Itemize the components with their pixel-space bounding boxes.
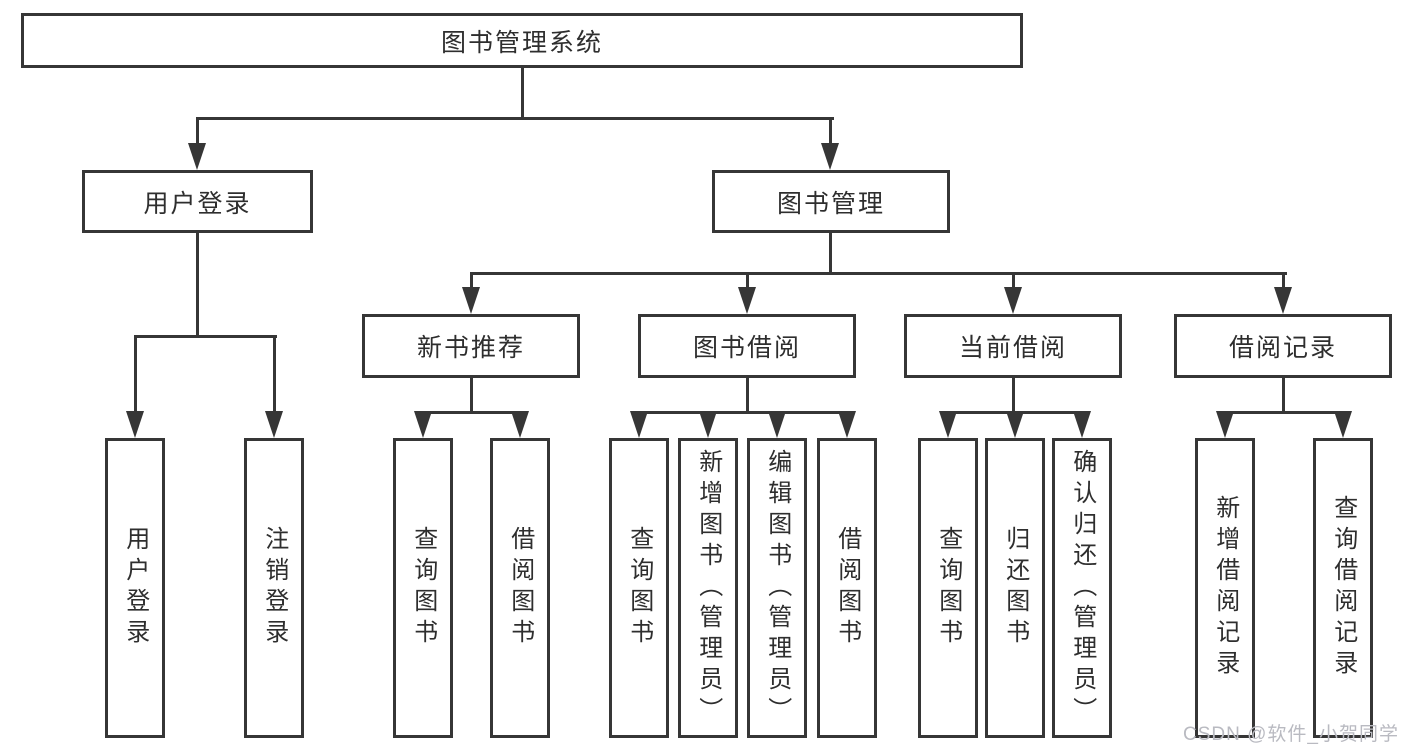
connector-drop-leaf (134, 335, 137, 415)
leaf-add-borrow-record: 新增借阅记录 (1195, 438, 1255, 738)
connector-book-management-stem (829, 233, 832, 272)
arrowhead-down-icon (939, 411, 957, 438)
node-current-borrow: 当前借阅 (904, 314, 1122, 378)
connector-user-login-stem (196, 233, 199, 335)
watermark: CSDN @软件_小贺同学 (1183, 724, 1399, 745)
arrowhead-down-icon (1216, 411, 1234, 438)
connector-drop-book-borrow (746, 272, 749, 290)
leaf-query-borrow-record: 查询借阅记录 (1313, 438, 1373, 738)
leaf-confirm-return-admin: 确认归还（管理员） (1052, 438, 1112, 738)
node-label: 借阅记录 (1228, 334, 1337, 362)
node-book-borrow: 图书借阅 (638, 314, 856, 378)
node-label: 查询图书 (625, 526, 653, 650)
arrowhead-down-icon (1006, 411, 1024, 438)
node-label: 当前借阅 (958, 334, 1067, 362)
arrowhead-down-icon (1004, 287, 1022, 314)
node-library-management-system: 图书管理系统 (21, 13, 1023, 68)
node-label: 查询图书 (409, 526, 437, 650)
connector-new-book-stem (470, 378, 473, 411)
leaf-add-book-admin: 新增图书（管理员） (678, 438, 738, 738)
leaf-query-book-borrow: 查询图书 (609, 438, 669, 738)
arrowhead-down-icon (511, 411, 529, 438)
connector-drop-borrow-records (1282, 272, 1285, 290)
connector-book-management-bar (470, 272, 1287, 275)
connector-book-borrow-bar (638, 411, 849, 414)
node-label: 查询借阅记录 (1329, 495, 1357, 681)
arrowhead-down-icon (126, 411, 144, 438)
node-label: 新增借阅记录 (1211, 495, 1239, 681)
node-label: 借阅图书 (506, 526, 534, 650)
leaf-edit-book-admin: 编辑图书（管理员） (747, 438, 807, 738)
leaf-query-book-recommend: 查询图书 (393, 438, 453, 738)
arrowhead-down-icon (265, 411, 283, 438)
connector-drop-user-login (196, 117, 199, 147)
node-label: 用户登录 (143, 189, 252, 218)
leaf-return-book: 归还图书 (985, 438, 1045, 738)
connector-drop-new-book (470, 272, 473, 290)
connector-drop-book-management (829, 117, 832, 147)
connector-current-borrow-stem (1012, 378, 1015, 411)
node-book-management: 图书管理 (712, 170, 950, 233)
leaf-query-book-current: 查询图书 (918, 438, 978, 738)
arrowhead-down-icon (1334, 411, 1352, 438)
node-label: 查询图书 (934, 526, 962, 650)
arrowhead-down-icon (821, 143, 839, 170)
node-label: 新书推荐 (416, 334, 525, 362)
connector-drop-leaf (273, 335, 276, 415)
node-label: 归还图书 (1001, 526, 1029, 650)
node-label: 确认归还（管理员） (1068, 448, 1096, 728)
node-label: 借阅图书 (833, 526, 861, 650)
node-label: 图书借阅 (692, 334, 801, 362)
arrowhead-down-icon (768, 411, 786, 438)
connector-root-bar (196, 117, 834, 120)
node-label: 编辑图书（管理员） (763, 448, 791, 728)
node-label: 注销登录 (260, 526, 288, 650)
arrowhead-down-icon (1274, 287, 1292, 314)
arrowhead-down-icon (738, 287, 756, 314)
arrowhead-down-icon (699, 411, 717, 438)
node-user-login: 用户登录 (82, 170, 313, 233)
node-label: 图书管理 (776, 189, 885, 218)
arrowhead-down-icon (1073, 411, 1091, 438)
arrowhead-down-icon (188, 143, 206, 170)
arrowhead-down-icon (630, 411, 648, 438)
node-label: 新增图书（管理员） (694, 448, 722, 728)
leaf-logout: 注销登录 (244, 438, 304, 738)
node-label: 图书管理系统 (440, 28, 603, 57)
connector-root-stem (521, 68, 524, 117)
leaf-borrow-book: 借阅图书 (817, 438, 877, 738)
node-borrow-records: 借阅记录 (1174, 314, 1392, 378)
connector-book-borrow-stem (746, 378, 749, 411)
arrowhead-down-icon (838, 411, 856, 438)
leaf-user-login: 用户登录 (105, 438, 165, 738)
node-label: 用户登录 (121, 526, 149, 650)
arrowhead-down-icon (414, 411, 432, 438)
connector-borrow-records-stem (1282, 378, 1285, 411)
connector-borrow-records-bar (1224, 411, 1345, 414)
connector-new-book-bar (422, 411, 522, 414)
arrowhead-down-icon (462, 287, 480, 314)
connector-drop-current-borrow (1012, 272, 1015, 290)
node-new-book-recommend: 新书推荐 (362, 314, 580, 378)
leaf-borrow-book-recommend: 借阅图书 (490, 438, 550, 738)
connector-user-login-bar (134, 335, 277, 338)
